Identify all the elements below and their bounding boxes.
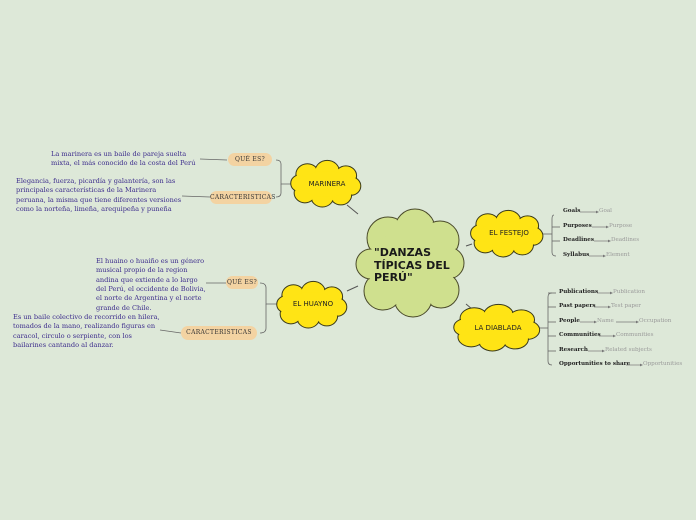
huayno-cloud[interactable] [276, 280, 348, 329]
festejo-sub-purpose: Purpose [609, 223, 633, 229]
diablada-sub-publication: Publication [613, 289, 646, 295]
festejo-item-syllabus[interactable]: Syllabus [563, 252, 590, 258]
diablada-sub-occupation: Occupation [639, 318, 672, 324]
diablada-sub-name: Name [597, 318, 614, 324]
connector-huayno-caract [259, 304, 267, 334]
diablada-sub-opportunities: Opportunities [643, 361, 683, 367]
festejo-cloud[interactable] [470, 209, 544, 258]
connector-central-festejo [465, 243, 473, 247]
huayno-caracteristicas-text: Es un baile colectivo de recorrido en hi… [13, 313, 160, 350]
diablada-item-past-papers[interactable]: Past papers [559, 303, 596, 309]
marinera-que-es-text: La marinera es un baile de pareja suelta… [51, 150, 196, 168]
central-title: "DANZAS TÍPICAS DEL PERÚ" [374, 246, 450, 285]
diablada-item-research[interactable]: Research [559, 347, 588, 353]
connector-central-huayno [346, 285, 359, 292]
marinera-caracteristicas-pill[interactable]: CARACTERISTICAS [210, 191, 275, 204]
festejo-item-deadlines[interactable]: Deadlines [563, 237, 594, 243]
marinera-cloud[interactable] [290, 159, 362, 208]
diablada-cloud[interactable] [453, 303, 541, 352]
diablada-item-people[interactable]: People [559, 318, 580, 324]
central-cloud[interactable] [355, 208, 465, 318]
diablada-sub-related-subjects: Related subjects [605, 347, 652, 353]
connectors [159, 158, 643, 367]
marinera-label: MARINERA [308, 180, 346, 188]
festejo-item-purposes[interactable]: Purposes [563, 223, 592, 229]
connector-festejo-bracket [551, 214, 557, 257]
diablada-label: LA DIABLADA [474, 324, 522, 332]
diablada-sub-communities: Communities [616, 332, 654, 338]
marinera-que-es-pill[interactable]: QUÉ ES? [228, 153, 272, 166]
festejo-sub-deadlines: Deadlines [611, 237, 640, 243]
diablada-sub-test-paper: Test paper [611, 303, 641, 309]
marinera-caracteristicas-text: Elegancia, fuerza, picardía y galantería… [16, 177, 182, 214]
connector-central-marinera [346, 204, 359, 215]
connector-marinera-quees-text [199, 158, 228, 161]
connector-marinera-quees [275, 159, 295, 185]
huayno-que-es-text: El huaino o huaiño es un género musical … [96, 257, 206, 312]
diablada-item-communities[interactable]: Communities [559, 332, 601, 338]
festejo-sub-goal: Goal [599, 208, 612, 214]
connector-marinera-caract-text [181, 195, 211, 198]
connector-huayno-quees [259, 282, 281, 305]
huayno-label: EL HUAYNO [292, 300, 334, 308]
diablada-item-opportunities[interactable]: Opportunities to share [559, 361, 631, 367]
connector-marinera-caract [275, 184, 282, 198]
huayno-que-es-pill[interactable]: QUÉ ES? [226, 276, 258, 289]
festejo-label: EL FESTEJO [489, 229, 529, 237]
diablada-item-publications[interactable]: Publications [559, 289, 599, 295]
festejo-item-goals[interactable]: Goals [563, 208, 581, 214]
festejo-sub-element: Element [606, 252, 630, 258]
connector-huayno-caract-text [159, 329, 182, 334]
huayno-caracteristicas-pill[interactable]: CARACTERISTICAS [181, 326, 257, 340]
connector-diablada-bracket [547, 292, 553, 366]
